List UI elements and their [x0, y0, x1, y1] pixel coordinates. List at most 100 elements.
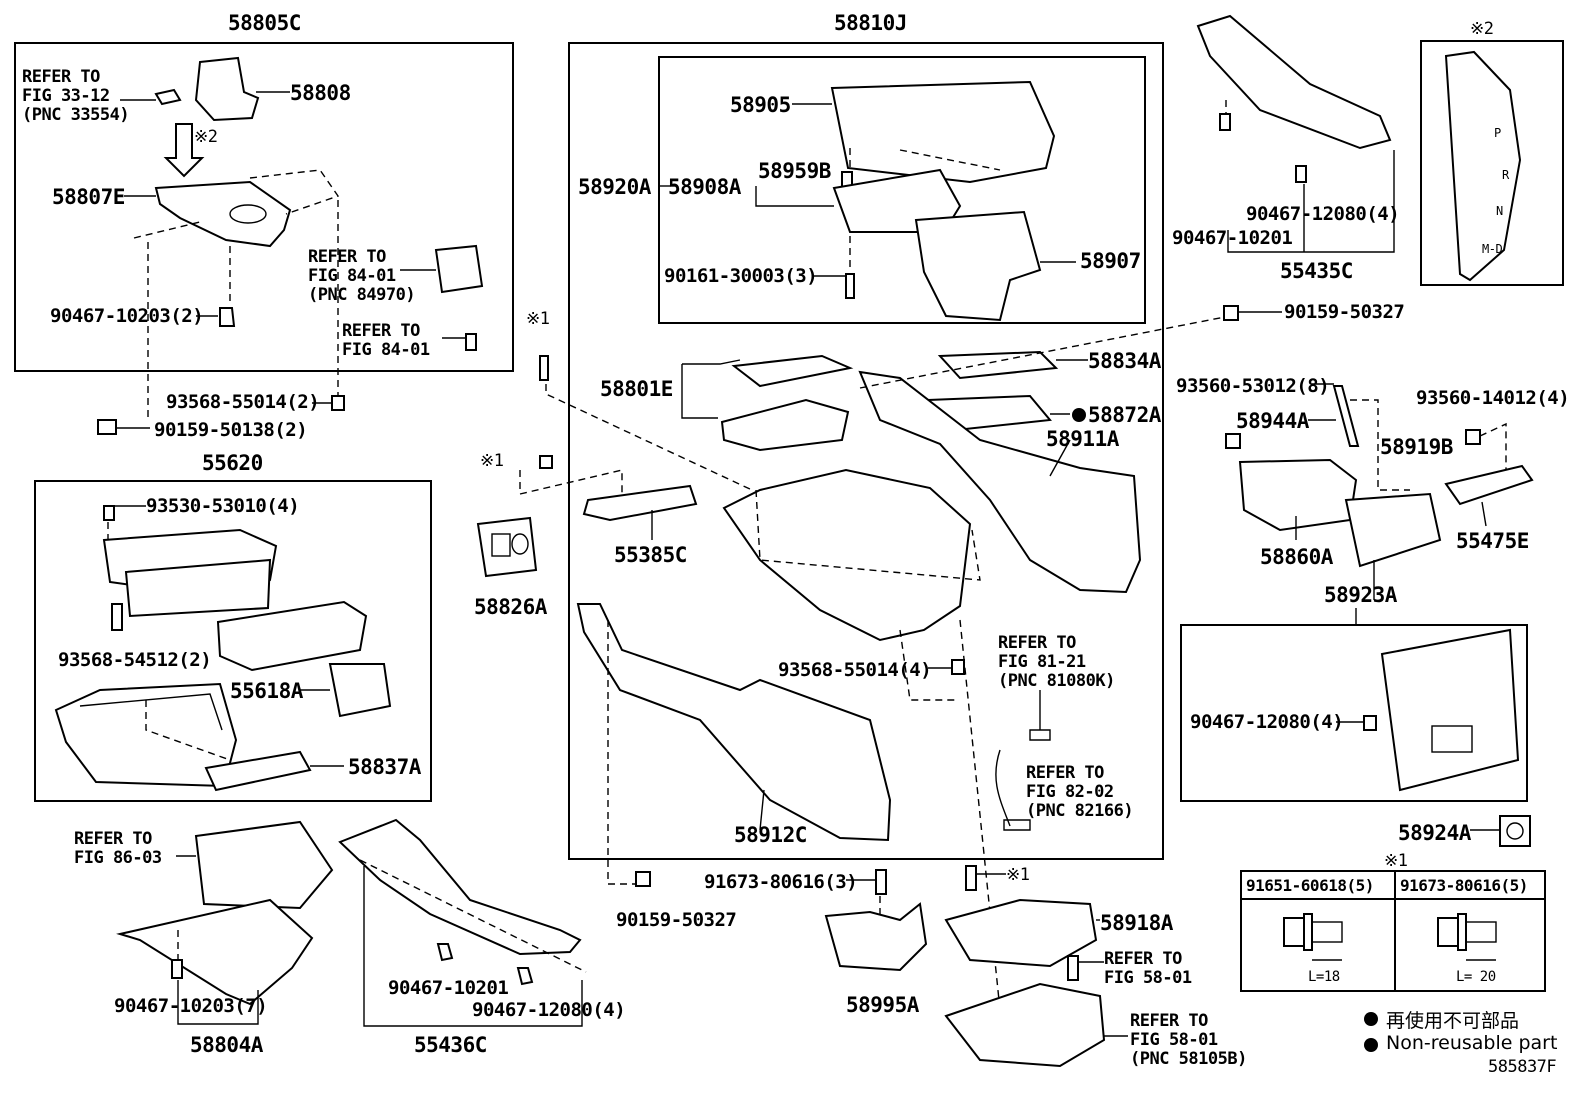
label-58908A: 58908A: [668, 175, 741, 199]
fastener-table: 91651-60618(5) 91673-80616(5) L=18 L= 20: [1240, 870, 1546, 992]
refer-fig-81-21: REFER TO FIG 81-21 (PNC 81080K): [998, 633, 1115, 691]
gate-n: N: [1496, 204, 1503, 218]
label-58801E: 58801E: [600, 377, 673, 401]
title-55620: 55620: [202, 451, 263, 475]
brackets-drawing: [824, 619, 1128, 1068]
group-box-55620: [34, 480, 432, 802]
label-58923A: 58923A: [1324, 583, 1397, 607]
shift-gate-drawing: [1444, 50, 1522, 282]
shift-plate-drawing: [116, 820, 334, 1025]
length-1: L=18: [1308, 969, 1340, 985]
label-55385C: 55385C: [614, 543, 687, 567]
label-90467-10203-2: 90467-10203(2): [50, 305, 204, 327]
label-93568-55014-4: 93568-55014(4): [778, 659, 932, 681]
label-55435C: 55435C: [1280, 259, 1353, 283]
label-58860A: 58860A: [1260, 545, 1333, 569]
label-90159-50327-a: 90159-50327: [616, 909, 737, 931]
legend-dot-en: [1364, 1038, 1378, 1052]
label-58872A: 58872A: [1088, 403, 1161, 427]
refer-fig-33-12: REFER TO FIG 33-12 (PNC 33554): [22, 67, 130, 125]
title-58805C: 58805C: [228, 11, 301, 35]
label-90467-12080-4-a: 90467-12080(4): [472, 999, 626, 1021]
refer-fig-58-01: REFER TO FIG 58-01: [1104, 949, 1192, 988]
refer-fig-86-03: REFER TO FIG 86-03: [74, 829, 162, 868]
label-90159-50138-2: 90159-50138(2): [154, 419, 308, 441]
label-55436C: 55436C: [414, 1033, 487, 1057]
label-90467-12080-4-c: 90467-12080(4): [1190, 711, 1344, 733]
star1-c: ※1: [1006, 865, 1030, 885]
refer-fig-84-01-pnc: REFER TO FIG 84-01 (PNC 84970): [308, 247, 416, 305]
label-58924A: 58924A: [1398, 821, 1471, 845]
label-58826A: 58826A: [474, 595, 547, 619]
group-box-58805C: [14, 42, 514, 372]
label-55475E: 55475E: [1456, 529, 1529, 553]
gate-md: M-D: [1482, 242, 1503, 256]
label-90467-10201-b: 90467-10201: [1172, 227, 1293, 249]
label-93568-54512-2: 93568-54512(2): [58, 649, 212, 671]
label-58912C: 58912C: [734, 823, 807, 847]
group-box-58920A: [658, 56, 1146, 324]
side-trim-drawing: [338, 818, 587, 1027]
table-col-divider: [1394, 872, 1396, 990]
group-box-58810J: [568, 42, 1164, 860]
refer-fig-58-01-pnc: REFER TO FIG 58-01 (PNC 58105B): [1130, 1011, 1247, 1069]
label-93530-53010-4: 93530-53010(4): [146, 495, 300, 517]
label-90161-30003-3: 90161-30003(3): [664, 265, 818, 287]
label-58837A: 58837A: [348, 755, 421, 779]
group-box-shift-gate: [1420, 40, 1564, 286]
label-58905: 58905: [730, 93, 791, 117]
table-header-2: 91673-80616(5): [1400, 876, 1528, 895]
label-93560-14012-4: 93560-14012(4): [1416, 387, 1570, 409]
star1-a: ※1: [526, 309, 550, 329]
shift-knob-drawing: [120, 56, 290, 178]
star1-b: ※1: [480, 451, 504, 471]
refer-fig-84-01: REFER TO FIG 84-01: [342, 321, 430, 360]
table-header-1: 91651-60618(5): [1246, 876, 1374, 895]
label-58920A: 58920A: [578, 175, 651, 199]
legend-dot-ja: [1364, 1012, 1378, 1026]
switch-bezel-drawing: [476, 355, 753, 578]
star1-table: ※1: [1384, 851, 1408, 871]
group-box-58923A: [1180, 624, 1528, 802]
gate-r: R: [1502, 168, 1509, 182]
title-58810J: 58810J: [834, 11, 907, 35]
label-58804A: 58804A: [190, 1033, 263, 1057]
label-58959B: 58959B: [758, 159, 831, 183]
non-reusable-marker-58872A: [1072, 408, 1086, 422]
upper-panel-drawing: [1196, 14, 1395, 253]
label-93560-53012-8: 93560-53012(8): [1176, 375, 1330, 397]
figure-number: 585837F: [1488, 1057, 1557, 1077]
label-58807E: 58807E: [52, 185, 125, 209]
label-58995A: 58995A: [846, 993, 919, 1017]
label-58944A: 58944A: [1236, 409, 1309, 433]
label-90467-12080-4-b: 90467-12080(4): [1246, 203, 1400, 225]
label-58907: 58907: [1080, 249, 1141, 273]
gate-p: P: [1494, 126, 1501, 140]
cupholder-assembly-drawing: [54, 505, 392, 792]
label-90159-50327-b: 90159-50327: [1284, 301, 1405, 323]
label-93568-55014-2: 93568-55014(2): [166, 391, 320, 413]
table-header-rule: [1242, 898, 1544, 900]
label-58834A: 58834A: [1088, 349, 1161, 373]
rear-panel-drawing: [1336, 608, 1531, 847]
shift-bezel-drawing: [97, 169, 484, 435]
console-body-drawing: [576, 305, 1282, 887]
legend-en: Non-reusable part: [1386, 1032, 1558, 1054]
refer-fig-82-02: REFER TO FIG 82-02 (PNC 82166): [1026, 763, 1134, 821]
label-90467-10201-a: 90467-10201: [388, 977, 509, 999]
label-58808: 58808: [290, 81, 351, 105]
label-58918A: 58918A: [1100, 911, 1173, 935]
console-box-drawing: [660, 80, 1076, 322]
label-55618A: 55618A: [230, 679, 303, 703]
star2-gate: ※2: [1470, 19, 1494, 39]
label-58919B: 58919B: [1380, 435, 1453, 459]
star2-arrow: ※2: [194, 127, 218, 147]
label-91673-80616-3: 91673-80616(3): [704, 871, 858, 893]
label-90467-10203-7: 90467-10203(7): [114, 995, 268, 1017]
label-58911A: 58911A: [1046, 427, 1119, 451]
vent-group-drawing: [1225, 383, 1534, 600]
fastener-drawings: [1283, 913, 1497, 961]
length-2: L= 20: [1456, 969, 1496, 985]
